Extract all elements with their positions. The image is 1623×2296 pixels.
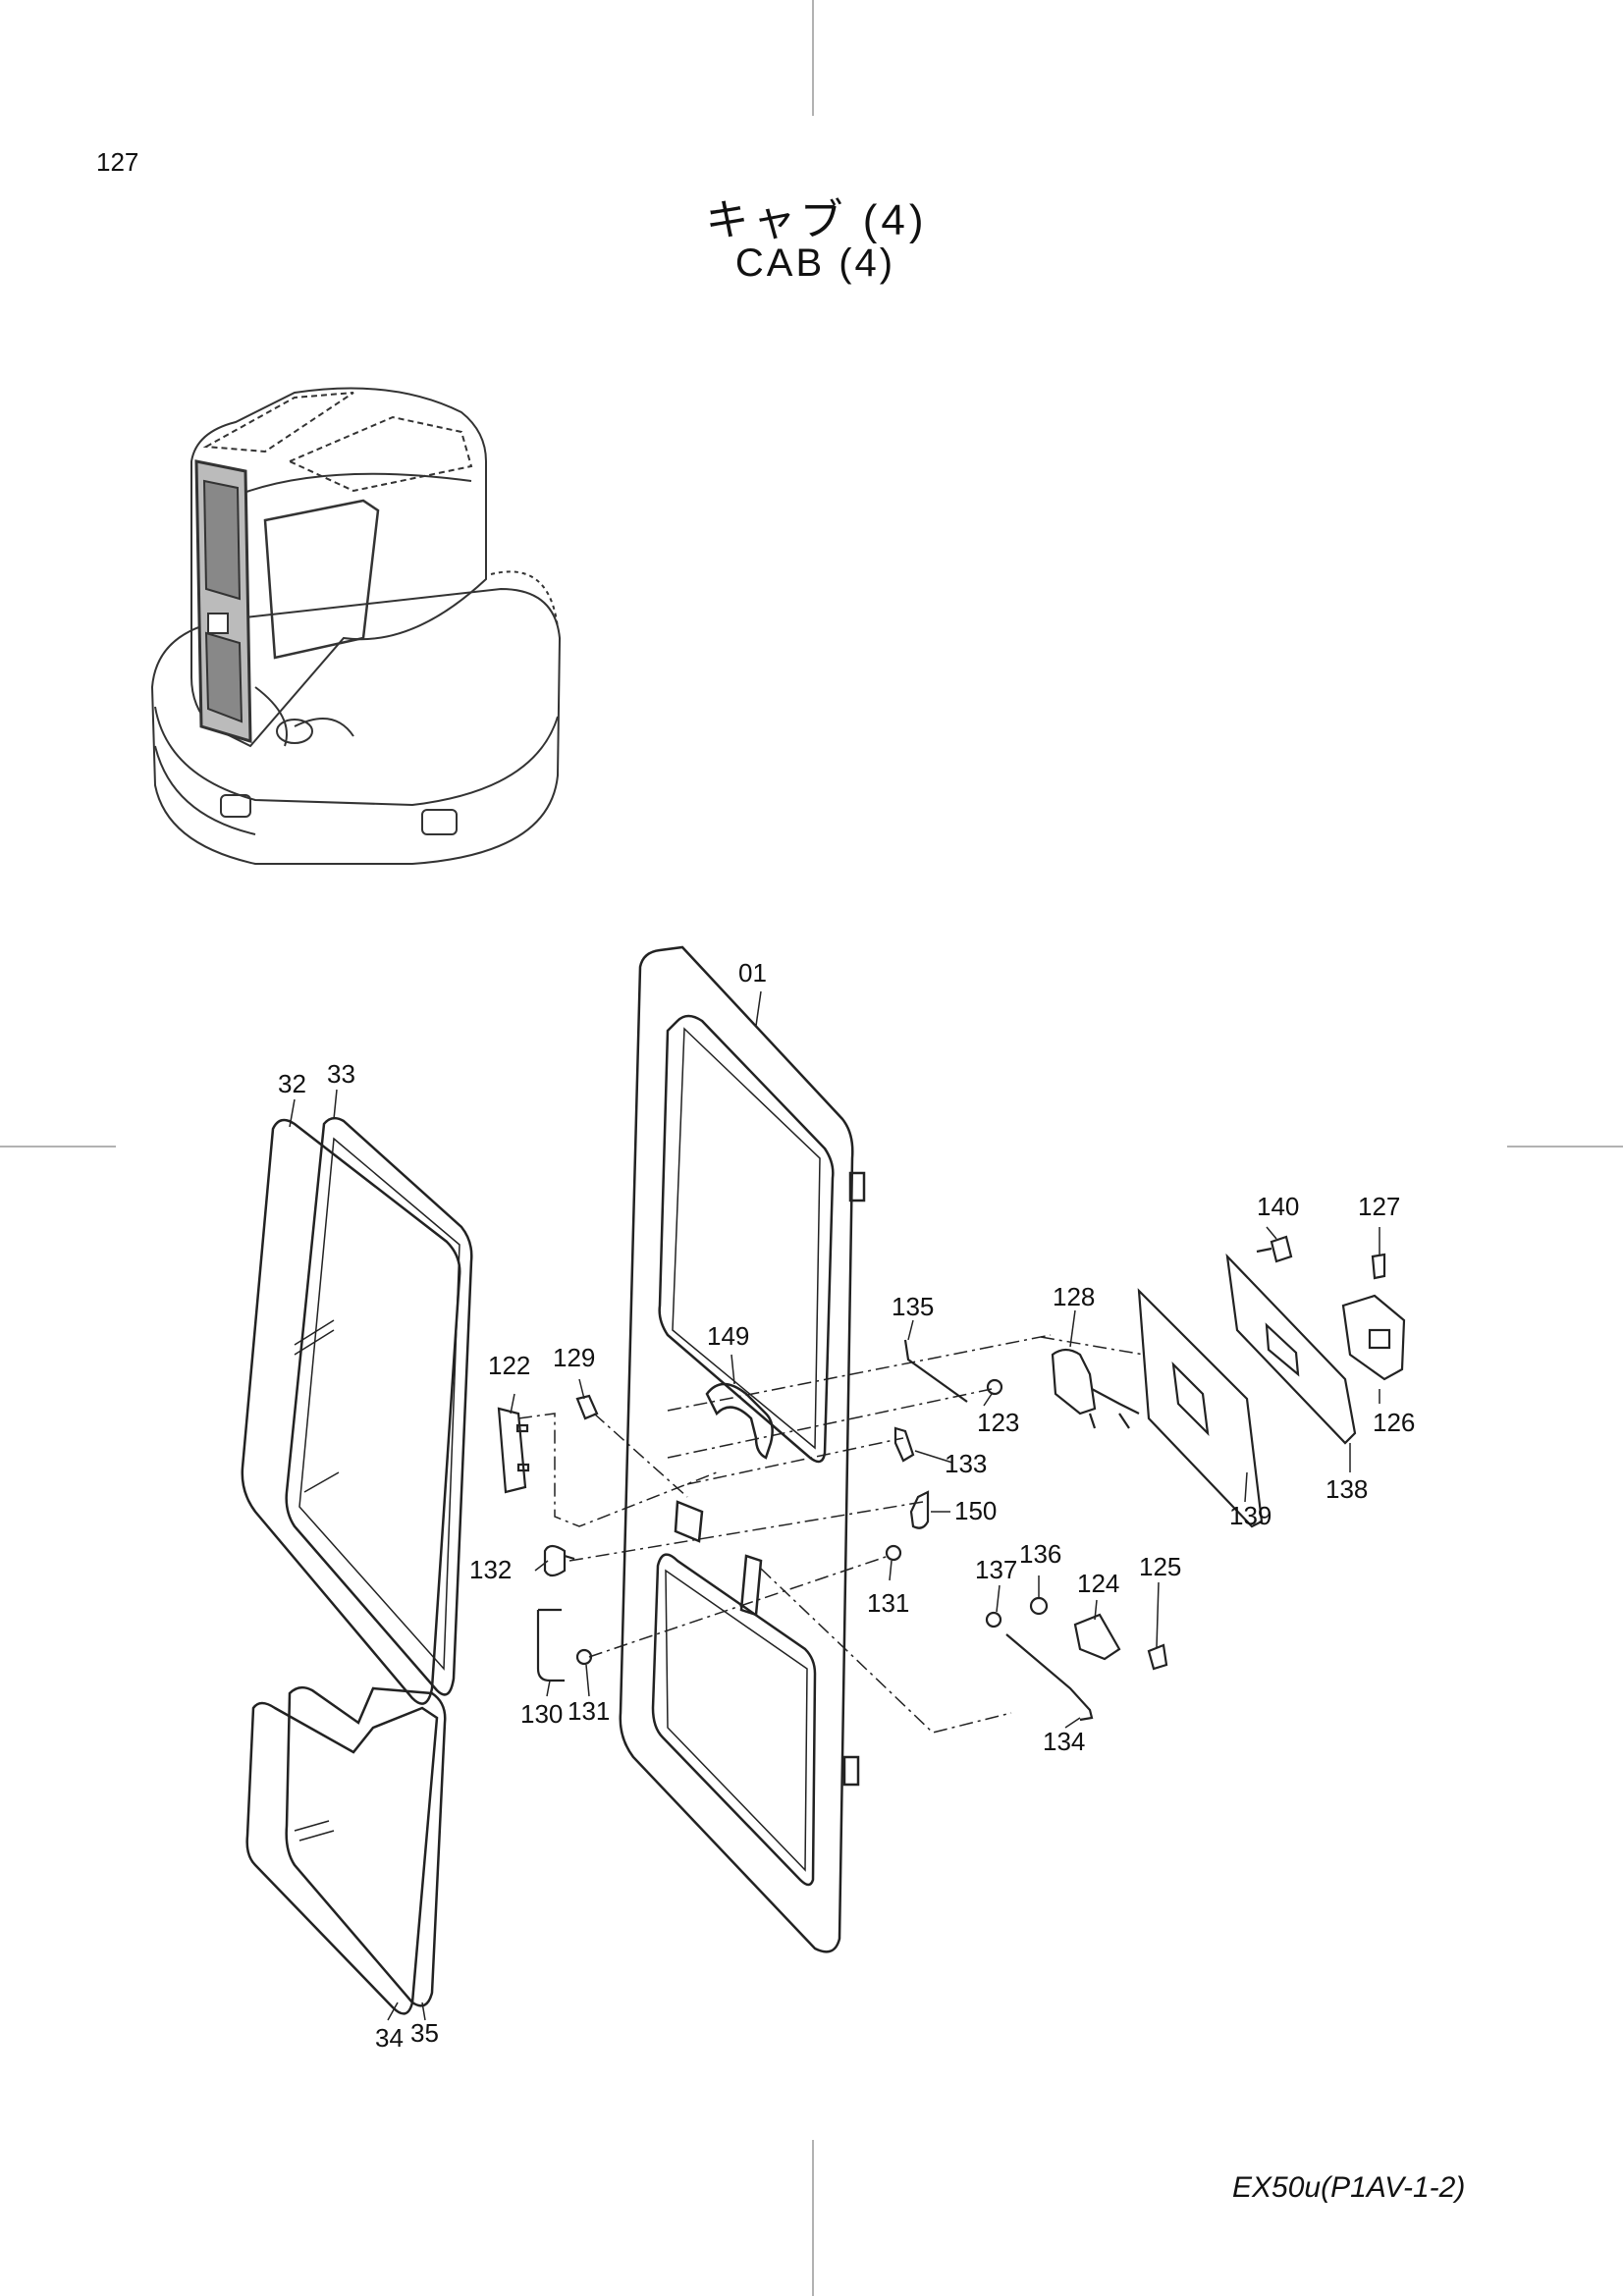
- callout-34: 34: [375, 2023, 404, 2053]
- callout-labels: 01 32 33 122 129 149 135 128 140 127 123…: [278, 958, 1415, 2053]
- callout-136: 136: [1019, 1539, 1061, 1569]
- callout-126: 126: [1373, 1408, 1415, 1437]
- assembly-lines: [517, 1334, 1145, 1734]
- callout-134: 134: [1043, 1727, 1085, 1756]
- lower-glass-and-seal: [245, 1685, 447, 2015]
- callout-131-upper: 131: [867, 1588, 909, 1618]
- callout-140: 140: [1257, 1192, 1299, 1221]
- callout-122: 122: [488, 1351, 530, 1380]
- page-number: 127: [96, 147, 139, 177]
- callout-149: 149: [707, 1321, 749, 1351]
- callout-132: 132: [469, 1555, 512, 1584]
- small-parts: [497, 1235, 1406, 1722]
- callout-133: 133: [945, 1449, 987, 1478]
- callout-128: 128: [1053, 1282, 1095, 1311]
- callout-138: 138: [1325, 1474, 1368, 1504]
- leader-lines: [289, 990, 1380, 2021]
- callout-35: 35: [410, 2018, 439, 2048]
- callout-137: 137: [975, 1555, 1017, 1584]
- page-title-japanese: キャブ (4): [705, 196, 928, 244]
- callout-139: 139: [1229, 1501, 1271, 1530]
- page-title-english: CAB (4): [734, 241, 896, 285]
- callout-131-lower: 131: [568, 1696, 610, 1726]
- callout-129: 129: [553, 1343, 595, 1372]
- callout-125: 125: [1139, 1552, 1181, 1581]
- callout-127: 127: [1358, 1192, 1400, 1221]
- callout-123: 123: [977, 1408, 1019, 1437]
- callout-33: 33: [327, 1059, 355, 1089]
- document-code: EX50u(P1AV-1-2): [1232, 2171, 1466, 2204]
- callout-32: 32: [278, 1069, 306, 1098]
- door-frame: [619, 945, 866, 1953]
- callout-130: 130: [520, 1699, 563, 1729]
- callout-150: 150: [954, 1496, 997, 1525]
- upper-glass-and-seal: [241, 1116, 473, 1705]
- callout-135: 135: [892, 1292, 934, 1321]
- machine-overview-illustration: [150, 387, 562, 865]
- handle-149: [705, 1382, 774, 1460]
- callout-124: 124: [1077, 1569, 1119, 1598]
- callout-01: 01: [738, 958, 767, 988]
